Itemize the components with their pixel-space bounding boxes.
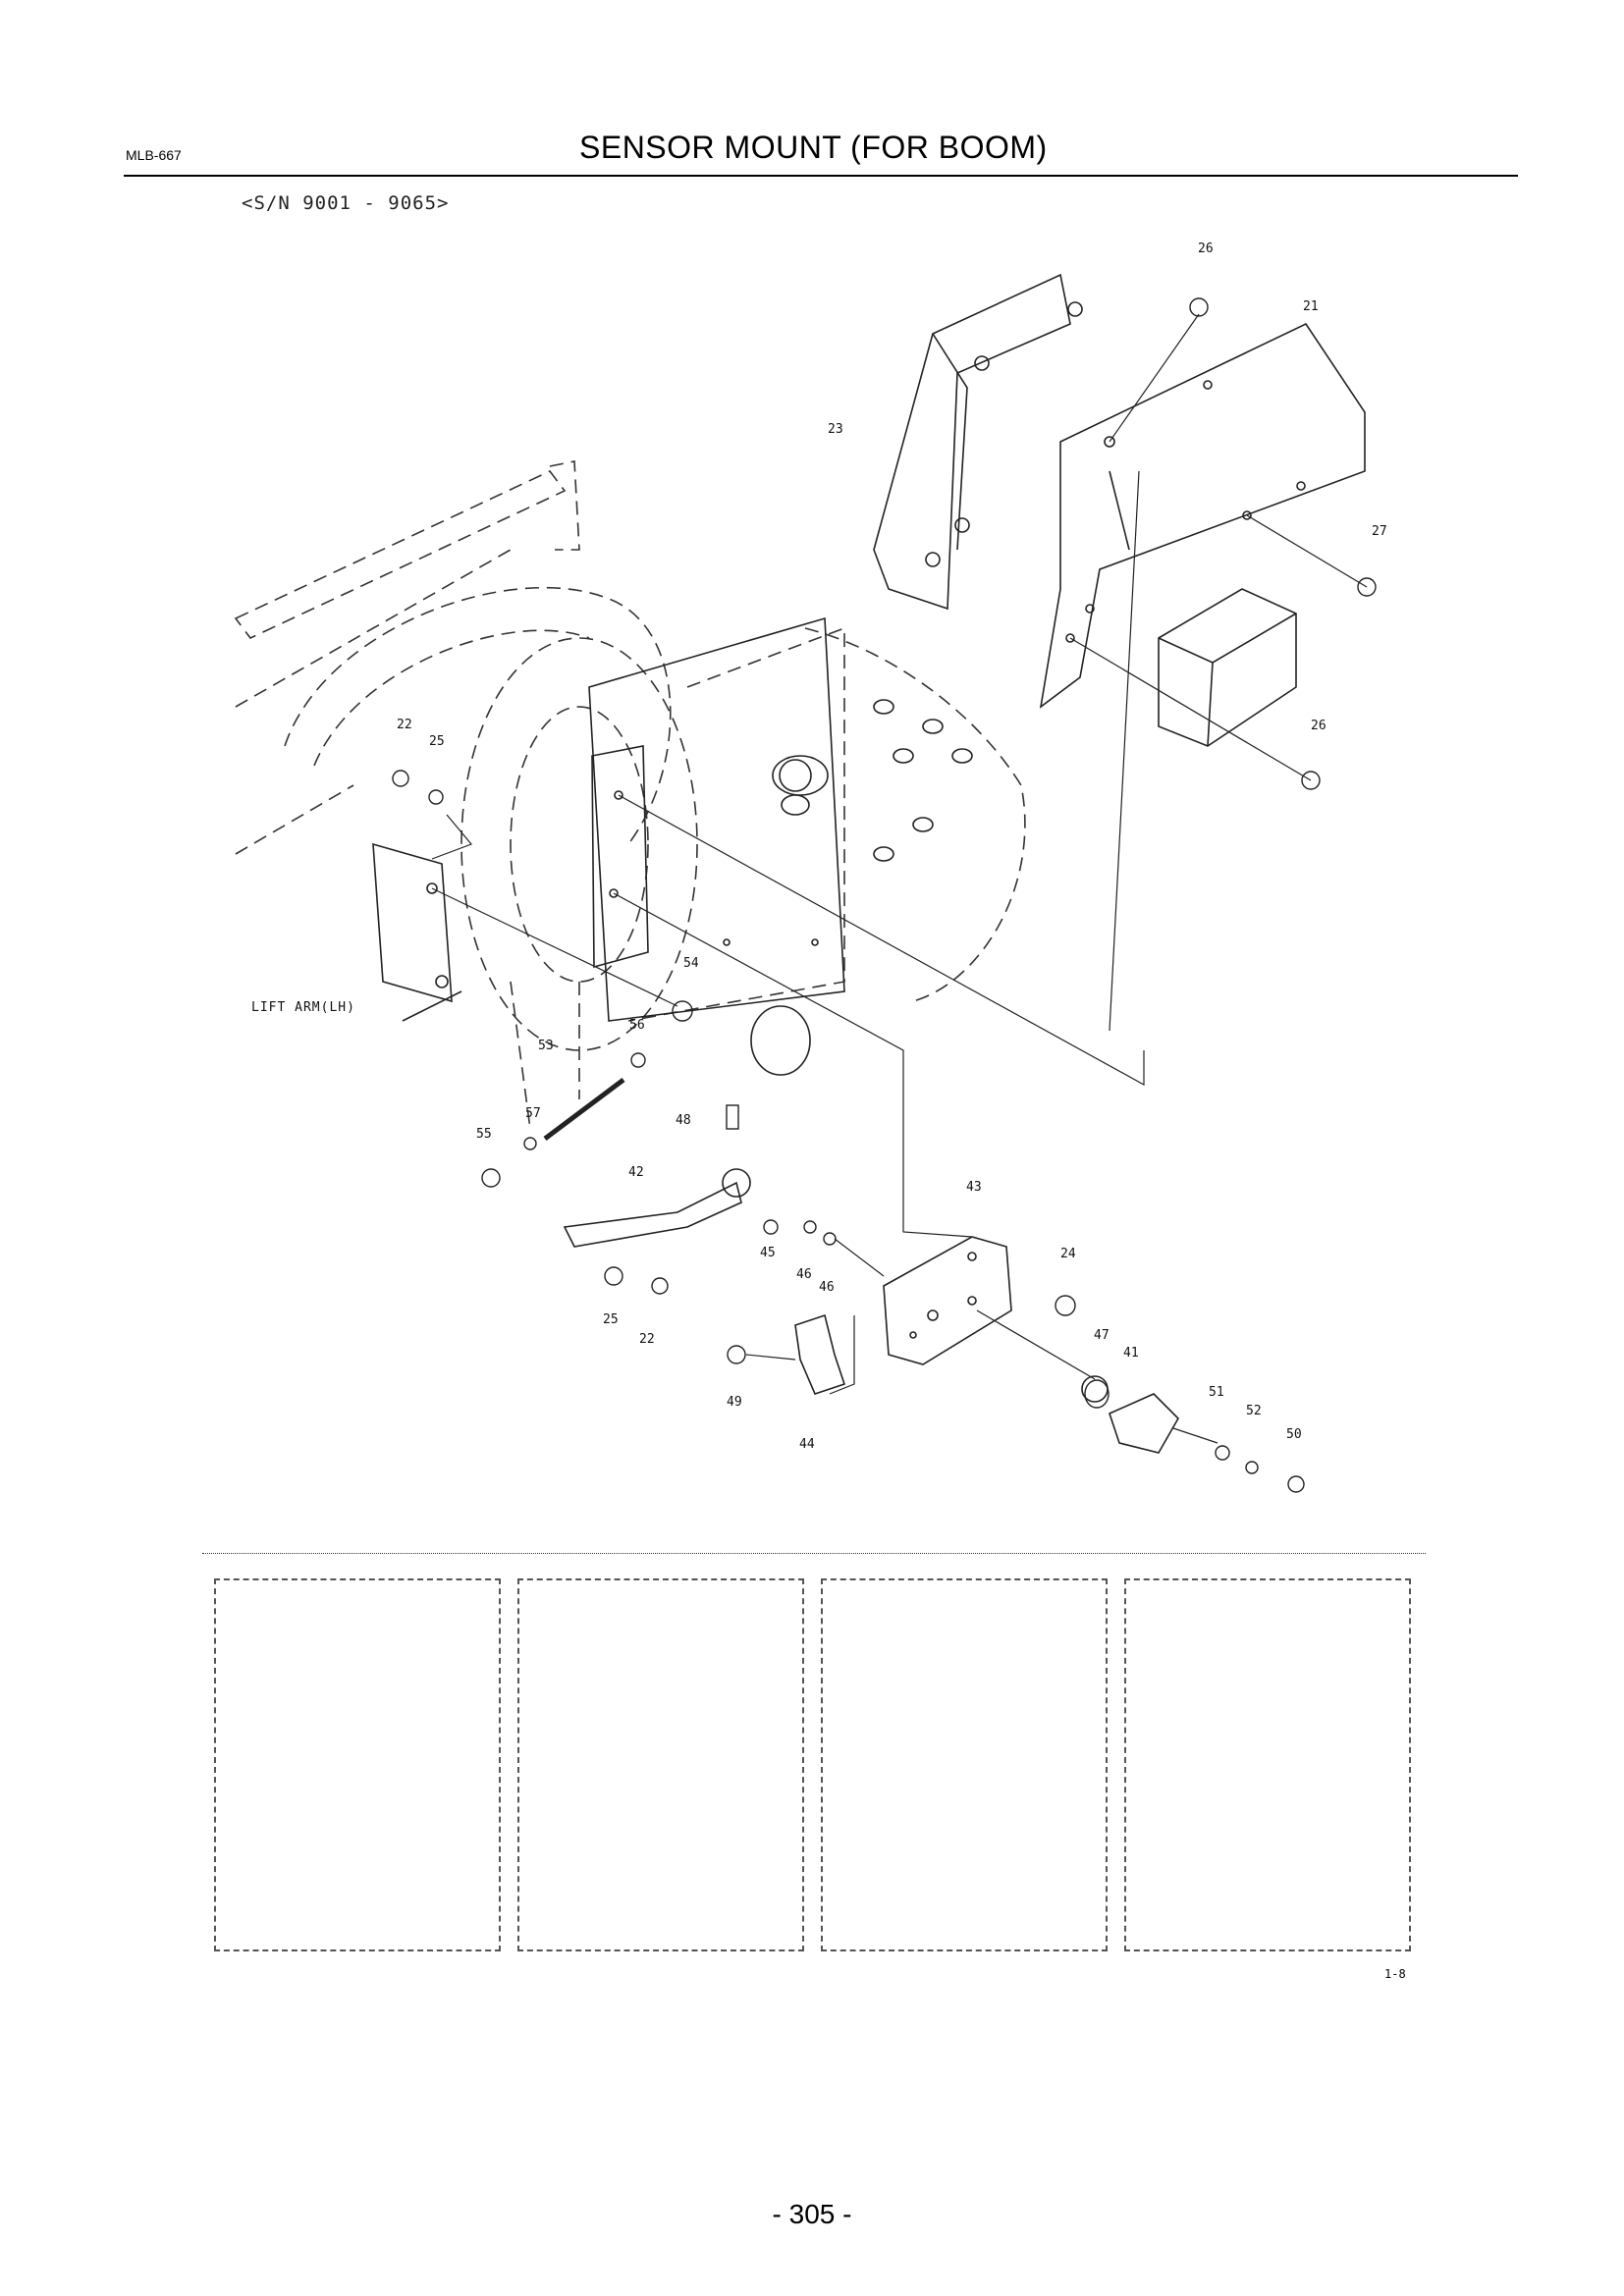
- header-rule: [124, 175, 1518, 177]
- part-label: 53: [538, 1039, 554, 1053]
- part-label: 41: [1123, 1346, 1139, 1361]
- diagram-separator: [202, 1553, 1426, 1554]
- figure-reference: 1-8: [1384, 1967, 1406, 1981]
- blank-box: [821, 1578, 1108, 1951]
- fasteners: [392, 297, 1377, 1493]
- part-21-bracket: [1039, 322, 1366, 709]
- part-label: 49: [727, 1395, 742, 1410]
- part-label: 55: [476, 1127, 492, 1142]
- part-label: 23: [828, 422, 843, 437]
- lift-arm-label: LIFT ARM(LH): [251, 1000, 355, 1015]
- boom-plate: [588, 616, 973, 1076]
- part-label: 44: [799, 1437, 815, 1452]
- part-label: 22: [397, 718, 412, 732]
- part-callouts: 26 21 23 27 26 22 25 54 56 53 57 55 48 4…: [397, 241, 1387, 1452]
- blank-box: [1124, 1578, 1411, 1951]
- part-label: 46: [796, 1267, 812, 1282]
- part-label: 24: [1060, 1247, 1076, 1261]
- part-42-lever: [563, 1168, 751, 1248]
- part-53-rod: [543, 1078, 625, 1141]
- leader-lines: [431, 313, 1368, 1444]
- part-label: 56: [629, 1018, 645, 1033]
- exploded-parts-diagram: 26 21 23 27 26 22 25 54 56 53 57 55 48 4…: [234, 241, 1387, 1493]
- part-label: 22: [639, 1332, 655, 1347]
- part-41-sensor: [1081, 1375, 1179, 1454]
- blank-box: [214, 1578, 501, 1951]
- part-label: 50: [1286, 1427, 1302, 1442]
- part-label: 45: [760, 1246, 776, 1260]
- cover-box: [1158, 588, 1297, 747]
- part-label: 46: [819, 1280, 835, 1295]
- part-label: 57: [525, 1106, 541, 1121]
- part-label: 21: [1303, 299, 1319, 314]
- blank-box: [517, 1578, 804, 1951]
- page-title: SENSOR MOUNT (FOR BOOM): [579, 130, 1048, 165]
- part-label: 26: [1311, 719, 1326, 733]
- part-label: 47: [1094, 1328, 1110, 1343]
- part-label: 27: [1372, 524, 1387, 539]
- page-number: - 305 -: [772, 2199, 852, 2229]
- document-code: MLB-667: [126, 147, 182, 163]
- part-label: 51: [1209, 1385, 1224, 1400]
- part-label: 48: [676, 1113, 691, 1128]
- left-bracket: [372, 842, 462, 1022]
- part-23-cover: [873, 273, 1083, 611]
- part-label: 54: [683, 956, 699, 971]
- part-label: 52: [1246, 1404, 1262, 1418]
- part-label: 25: [603, 1312, 619, 1327]
- lift-arm-frame: [234, 460, 1026, 1130]
- serial-range: <S/N 9001 - 9065>: [242, 192, 450, 214]
- part-label: 42: [628, 1165, 644, 1180]
- part-label: 26: [1198, 241, 1214, 256]
- part-label: 43: [966, 1180, 982, 1195]
- part-44-bracket: [794, 1313, 846, 1395]
- part-label: 25: [429, 734, 445, 749]
- part-43-sensor-plate: [883, 1236, 1012, 1365]
